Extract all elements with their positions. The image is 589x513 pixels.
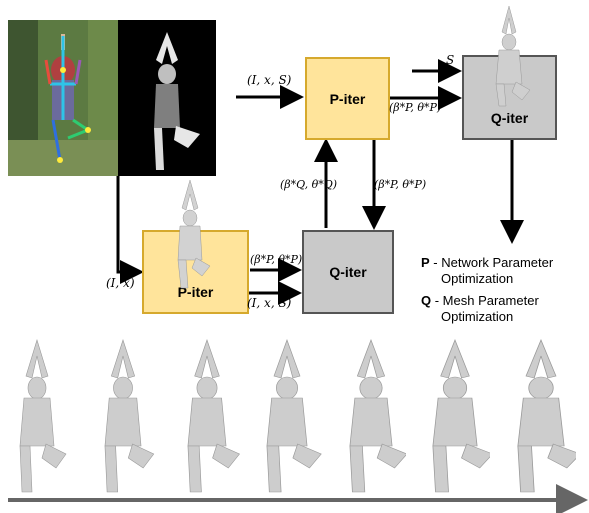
q-iter-bottom-label: Q-iter — [329, 264, 367, 280]
q-iter-top-label: Q-iter — [490, 110, 529, 126]
label-beta-p-bottom: (β*P, θ*P) — [250, 253, 303, 266]
arrow-image-to-p-bottom — [116, 176, 144, 284]
legend-q-text2: Optimization — [441, 309, 514, 324]
mesh-figure-5 — [349, 338, 406, 493]
input-photo — [8, 20, 118, 176]
p-iter-top-label: P-iter — [329, 90, 366, 107]
legend-p: P - Network Parameter Optimization — [421, 255, 553, 287]
mesh-figure-6 — [432, 338, 490, 493]
mesh-figure-q-top — [495, 5, 531, 107]
legend-p-text2: Optimization — [441, 271, 514, 286]
legend-q-text: - Mesh Parameter — [431, 293, 539, 308]
mesh-figure-1 — [19, 338, 67, 493]
label-s: S — [446, 53, 455, 67]
label-input-bottom: (I, x) — [106, 276, 135, 290]
mesh-figure-4 — [266, 338, 322, 493]
p-iter-top-box: P-iter — [305, 57, 390, 140]
silhouette-graphic — [154, 32, 200, 170]
legend-p-key: P — [421, 255, 430, 270]
label-beta-p-top: (β*P, θ*P) — [389, 101, 442, 114]
legend-q-key: Q — [421, 293, 432, 308]
silhouette-mask — [118, 20, 216, 176]
mesh-figure-2 — [104, 338, 155, 493]
q-iter-bottom-box: Q-iter — [302, 230, 394, 314]
label-beta-p-down: (β*P, θ*P) — [374, 178, 427, 191]
mesh-figure-3 — [187, 338, 240, 493]
label-input-top: (I, x, S) — [247, 73, 292, 87]
label-input-bottom2: (I, x, S) — [247, 296, 292, 310]
label-beta-q-up: (β*Q, θ*Q) — [280, 178, 338, 191]
mesh-figure-p-bottom — [177, 179, 211, 289]
legend-q: Q - Mesh Parameter Optimization — [421, 293, 539, 325]
mesh-figure-7 — [517, 338, 576, 493]
legend-p-text: - Network Parameter — [429, 255, 554, 270]
input-photo-graphic — [8, 20, 118, 176]
